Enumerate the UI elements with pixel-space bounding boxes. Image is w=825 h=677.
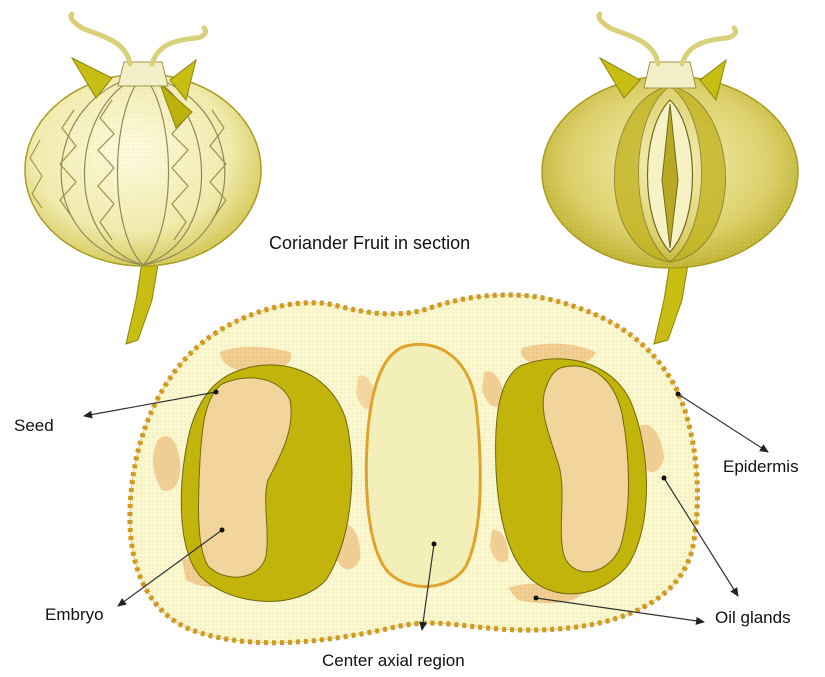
label-epidermis: Epidermis [723,457,799,477]
cross-section [130,295,698,643]
label-seed: Seed [14,416,54,436]
label-embryo: Embryo [45,605,104,625]
label-center-axial-region: Center axial region [322,651,465,671]
diagram-title: Coriander Fruit in section [269,233,470,254]
label-oil-glands: Oil glands [715,608,791,628]
right-fruit-illustration [542,14,798,344]
left-fruit-illustration [25,14,261,344]
